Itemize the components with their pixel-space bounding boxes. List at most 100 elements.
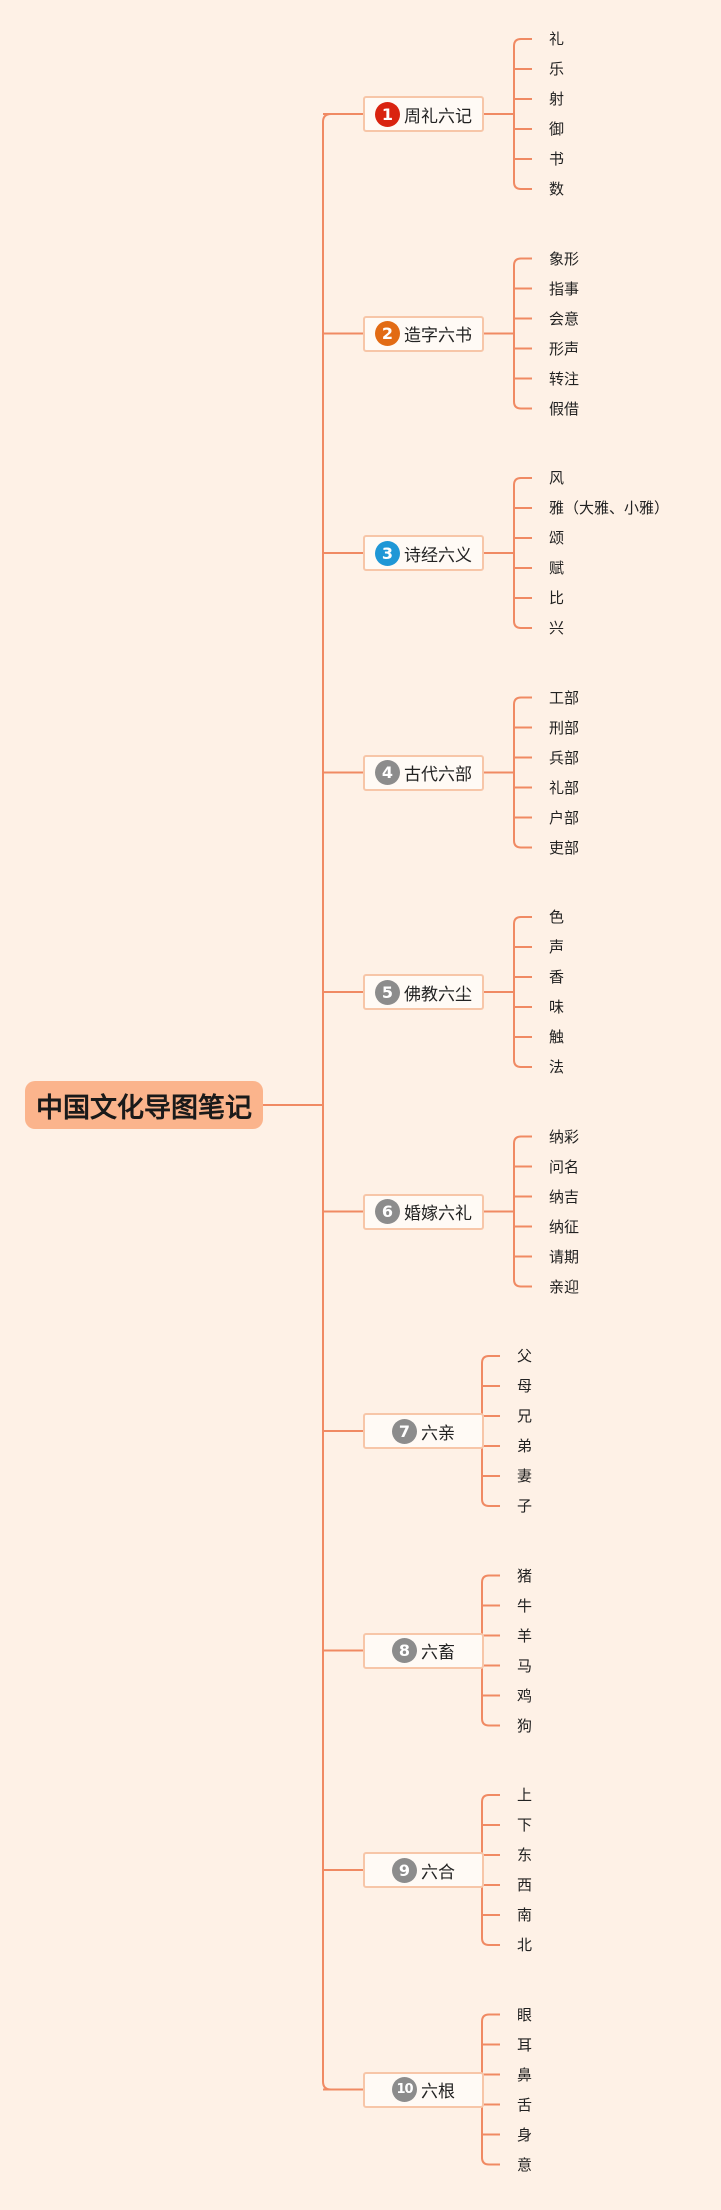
branch-label: 六畜	[421, 1643, 455, 1663]
leaf-topic[interactable]: 御	[549, 120, 565, 138]
leaf-topic[interactable]: 纳吉	[549, 1187, 580, 1206]
number-badge: 1	[375, 101, 400, 127]
number-badge: 10	[392, 2077, 417, 2102]
leaf-topic[interactable]: 味	[549, 998, 565, 1016]
leaf-topic[interactable]: 妻	[517, 1467, 533, 1485]
leaf-topic[interactable]: 猪	[517, 1566, 533, 1585]
leaf-topic[interactable]: 触	[549, 1028, 565, 1046]
branch-label: 佛教六尘	[404, 984, 472, 1005]
leaf-topic[interactable]: 指事	[549, 279, 580, 298]
branch-label: 诗经六义	[404, 545, 472, 566]
leaf-topic[interactable]: 风	[549, 469, 565, 487]
leaf-topic[interactable]: 东	[517, 1846, 533, 1864]
leaf-spine	[513, 916, 522, 1068]
leaf-topic[interactable]: 礼部	[549, 778, 580, 797]
leaf-topic[interactable]: 户部	[549, 808, 580, 827]
leaf-topic[interactable]: 弟	[517, 1437, 533, 1455]
number-badge: 4	[375, 760, 400, 785]
leaf-topic[interactable]: 狗	[517, 1716, 533, 1735]
leaf-topic[interactable]: 牛	[517, 1596, 533, 1615]
leaf-topic[interactable]: 请期	[549, 1247, 580, 1266]
leaf-topic[interactable]: 工部	[549, 688, 580, 707]
leaf-topic[interactable]: 羊	[517, 1626, 533, 1645]
leaf-topic[interactable]: 声	[549, 938, 565, 956]
leaf-topic[interactable]: 马	[517, 1656, 533, 1675]
number-badge: 7	[392, 1418, 417, 1444]
leaf-topic[interactable]: 眼	[517, 2005, 533, 2024]
main-spine	[322, 113, 332, 2091]
branch-label: 婚嫁六礼	[404, 1204, 472, 1224]
leaf-topic[interactable]: 色	[549, 908, 565, 926]
leaf-topic[interactable]: 兄	[517, 1407, 533, 1425]
leaf-topic[interactable]: 上	[517, 1786, 533, 1804]
number-badge: 6	[375, 1199, 400, 1224]
leaf-topic[interactable]: 法	[549, 1058, 565, 1076]
leaf-topic[interactable]: 比	[549, 589, 565, 607]
leaf-topic[interactable]: 父	[517, 1347, 533, 1365]
leaf-topic[interactable]: 舌	[517, 2095, 533, 2114]
branch-label: 古代六部	[404, 765, 472, 785]
leaf-topic[interactable]: 母	[517, 1377, 533, 1395]
leaf-topic[interactable]: 射	[549, 90, 565, 108]
leaf-topic[interactable]: 南	[517, 1906, 533, 1924]
branch-label: 六亲	[421, 1423, 455, 1444]
leaf-topic[interactable]: 鼻	[517, 2065, 533, 2084]
leaf-topic[interactable]: 象形	[549, 249, 580, 268]
leaf-topic[interactable]: 西	[517, 1876, 533, 1894]
leaf-topic[interactable]: 兴	[549, 619, 565, 637]
leaf-topic[interactable]: 会意	[549, 309, 580, 328]
leaf-topic[interactable]: 意	[517, 2155, 533, 2174]
root-topic[interactable]: 中国文化导图笔记	[25, 1081, 263, 1129]
branch-label: 六根	[421, 2082, 455, 2102]
number-badge: 3	[375, 540, 400, 566]
leaf-topic[interactable]: 书	[549, 150, 565, 168]
number-badge: 2	[375, 321, 400, 346]
branch-label: 造字六书	[404, 326, 472, 346]
leaf-topic[interactable]: 北	[517, 1936, 533, 1954]
leaf-spine	[513, 38, 522, 190]
leaf-topic[interactable]: 耳	[517, 2035, 533, 2054]
number-badge: 9	[392, 1857, 417, 1883]
leaf-topic[interactable]: 转注	[549, 369, 580, 388]
branch-label: 六合	[421, 1862, 455, 1883]
leaf-topic[interactable]: 香	[549, 968, 565, 986]
leaf-topic[interactable]: 纳彩	[549, 1127, 580, 1146]
leaf-topic[interactable]: 形声	[549, 339, 580, 358]
leaf-topic[interactable]: 刑部	[549, 718, 580, 737]
leaf-topic[interactable]: 鸡	[517, 1686, 533, 1705]
leaf-topic[interactable]: 颂	[549, 529, 565, 547]
leaf-topic[interactable]: 子	[517, 1497, 533, 1515]
number-badge: 5	[375, 979, 400, 1005]
leaf-spine	[513, 477, 522, 629]
leaf-topic[interactable]: 礼	[549, 30, 565, 48]
branch-label: 周礼六记	[404, 106, 472, 127]
leaf-spine	[513, 696, 522, 849]
leaf-topic[interactable]: 亲迎	[549, 1277, 580, 1296]
leaf-spine	[513, 257, 522, 410]
leaf-topic[interactable]: 赋	[549, 559, 565, 577]
leaf-topic[interactable]: 乐	[549, 60, 565, 78]
leaf-topic[interactable]: 吏部	[549, 838, 580, 857]
leaf-topic[interactable]: 假借	[549, 399, 580, 418]
leaf-topic[interactable]: 下	[517, 1816, 533, 1834]
leaf-topic[interactable]: 纳征	[549, 1217, 580, 1236]
leaf-spine	[513, 1135, 522, 1288]
leaf-topic[interactable]: 数	[549, 180, 565, 198]
leaf-topic[interactable]: 雅（大雅、小雅）	[549, 499, 670, 517]
leaf-topic[interactable]: 兵部	[549, 748, 580, 767]
number-badge: 8	[392, 1638, 417, 1663]
leaf-topic[interactable]: 问名	[549, 1157, 580, 1176]
leaf-topic[interactable]: 身	[517, 2125, 533, 2144]
